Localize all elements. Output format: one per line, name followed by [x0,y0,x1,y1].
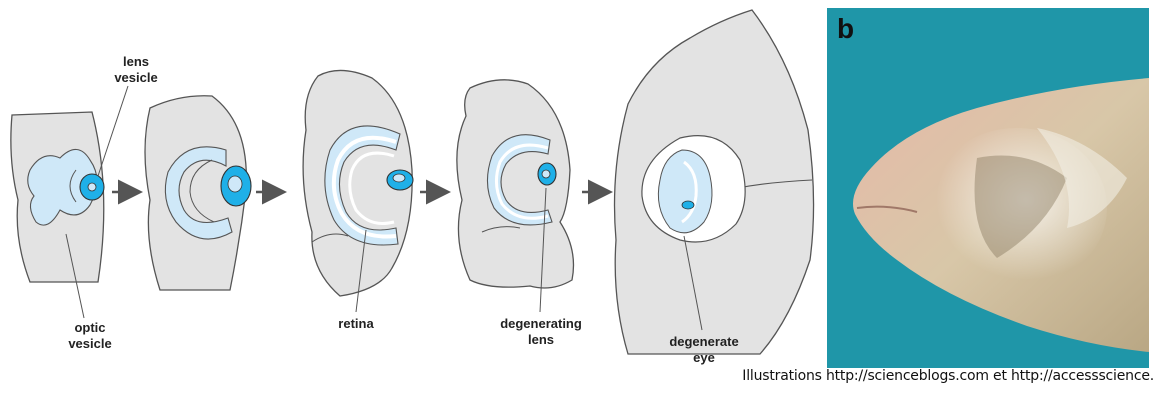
stage-5-degenerate-eye [615,10,814,354]
pointer-lens-vesicle [98,86,128,176]
label-optic-vesicle-line2: vesicle [68,336,111,351]
stage-4-degenerating-lens [457,80,574,312]
label-lens-vesicle-line2: vesicle [114,70,157,85]
stage-1-optic-vesicle [11,86,128,318]
label-retina: retina [338,316,374,331]
cavefish-photo-art: b [827,8,1149,368]
stage-4-tissue [457,80,574,288]
label-lens-vesicle-line1: lens [123,54,149,69]
eye-development-diagram: lens vesicle optic vesicle retina degene… [0,0,825,394]
panel-letter: b [837,13,854,44]
label-optic-vesicle-line1: optic [74,320,105,335]
label-degenerating-lens-line2: lens [528,332,554,347]
lens-5-vestigial [682,201,694,209]
stage-3-retina [303,70,413,312]
label-degenerating-lens-line1: degenerating [500,316,582,331]
lens-vesicle-1-core [88,183,96,191]
stage-2 [145,96,251,290]
label-degenerate-eye-line2: eye [693,350,715,365]
caption: Illustrations http://scienceblogs.com et… [640,368,1154,384]
cavefish-photo: b [827,8,1149,368]
label-degenerate-eye-line1: degenerate [669,334,738,349]
